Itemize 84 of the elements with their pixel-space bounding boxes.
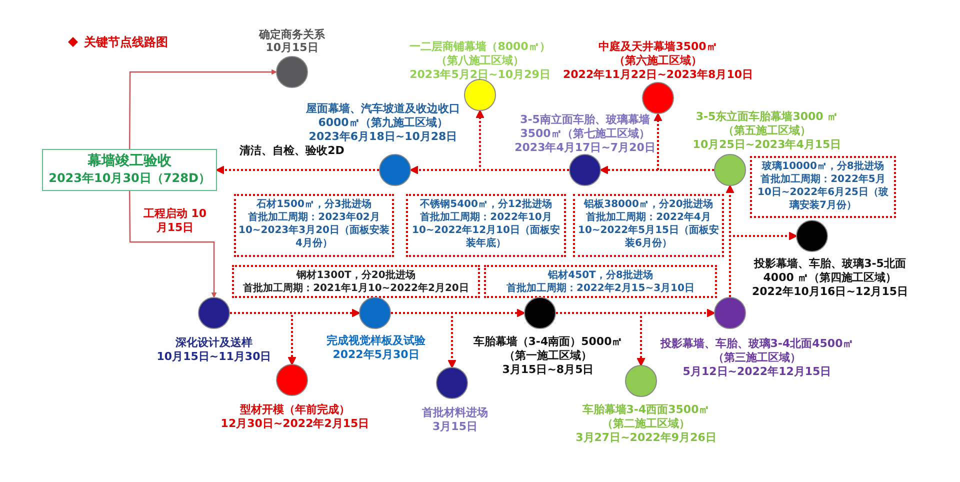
milestone-caption: （第八施工区域） bbox=[436, 54, 524, 68]
milestone-circle bbox=[359, 297, 391, 329]
milestone-caption: 5月12日~2022年12月15日 bbox=[682, 365, 832, 379]
milestone-caption: （第一施工区域） bbox=[504, 349, 592, 363]
milestone-caption: 3月15日 bbox=[432, 420, 478, 434]
box-heading: 钢材1300T，分20批进场 bbox=[295, 269, 416, 282]
milestone-caption: （第三施工区域） bbox=[713, 351, 801, 365]
milestone-caption: 首批材料进场 bbox=[422, 406, 488, 420]
milestone-circle bbox=[569, 154, 601, 186]
milestone-caption: 投影幕墙、车胎、玻璃3-5北面 bbox=[754, 257, 906, 271]
milestone-circle bbox=[276, 56, 308, 88]
note-box bbox=[750, 156, 896, 218]
box-text: 首批加工周期：2022年5月10日~2022年6月25日（玻璃安装7月份） bbox=[756, 173, 890, 212]
box-text: 首批加工周期：2021年1月10~2022年2月20日 bbox=[242, 282, 470, 295]
milestone-circle bbox=[714, 297, 746, 329]
milestone-caption: 2023年4月17日~7月20日 bbox=[514, 141, 656, 155]
arrow bbox=[556, 312, 646, 366]
arrow bbox=[230, 312, 296, 366]
diagram-title: 关键节点线路图 bbox=[84, 34, 168, 51]
milestone-caption: 3500㎡（第七施工区域） bbox=[520, 127, 650, 141]
milestone-circle bbox=[642, 82, 674, 114]
milestone-caption: 车胎幕墙（3-4南面）5000㎡ bbox=[473, 335, 623, 349]
arrow bbox=[729, 232, 798, 297]
milestone-caption: 6000㎡（第九施工区域） bbox=[318, 116, 448, 130]
note-box bbox=[484, 265, 717, 298]
milestone-circle bbox=[436, 367, 468, 399]
milestone-caption: 屋面幕墙、汽车坡道及收边收口 bbox=[306, 102, 460, 116]
milestone-circle bbox=[464, 79, 496, 111]
milestone-caption: 10月25日~2023年4月15日 bbox=[692, 138, 842, 152]
note-box bbox=[573, 194, 724, 257]
milestone-circle bbox=[276, 364, 308, 396]
milestone-circle bbox=[714, 154, 746, 186]
box-text: 首批加工周期：2022年4月10~2022年5月15日（面板安装6月份） bbox=[577, 211, 720, 250]
milestone-caption: 4000 ㎡（第四施工区域） bbox=[763, 271, 897, 285]
note-box bbox=[232, 265, 480, 298]
box-text: 首批加工周期：2022年2月15~3月10日 bbox=[506, 282, 696, 295]
milestone-circle bbox=[796, 220, 828, 252]
milestone-caption: 12月30日~2022年2月15日 bbox=[220, 417, 370, 431]
milestone-circle bbox=[625, 365, 657, 397]
milestone-circle bbox=[524, 297, 556, 329]
milestone-caption: 3-5南立面车胎、玻璃幕墙 bbox=[520, 113, 650, 127]
milestone-caption: 确定商务关系 bbox=[259, 28, 325, 42]
milestone-caption: 10月15日~11月30日 bbox=[156, 350, 272, 364]
box-heading: 铝材450T，分8批进场 bbox=[546, 269, 654, 282]
note-box bbox=[234, 194, 394, 257]
box-heading: 不锈钢5400㎡，分12批进场 bbox=[418, 198, 553, 211]
milestone-caption: 车胎幕墙3-4西面3500㎡ bbox=[582, 403, 710, 417]
milestone-caption: 2022年11月22日~2023年8月10日 bbox=[562, 68, 754, 82]
milestone-caption: （第六施工区域） bbox=[614, 54, 702, 68]
box-heading: 石材1500㎡，分3批进场 bbox=[255, 198, 372, 211]
box-heading: 铝板38000㎡，分20批进场 bbox=[582, 198, 714, 211]
milestone-caption: 10月15日 bbox=[266, 41, 318, 55]
milestone-circle bbox=[379, 154, 411, 186]
milestone-circle bbox=[198, 297, 230, 329]
milestone-caption: （第五施工区域） bbox=[723, 124, 811, 138]
milestone-caption: 2022年5月30日 bbox=[332, 348, 420, 362]
milestone-caption: 投影幕墙、车胎、玻璃3-4北面4500㎡ bbox=[660, 337, 854, 351]
arrow bbox=[216, 166, 379, 174]
milestone-caption: 3月27日~2022年9月26日 bbox=[576, 431, 716, 445]
milestone-caption: 2023年6月18日~10月28日 bbox=[308, 130, 458, 144]
milestone-caption: 2022年10月16日~12月15日 bbox=[752, 285, 908, 299]
arrow bbox=[654, 112, 714, 171]
box-text: 首批加工周期：2023年02月10~2023年3月20日（面板安装4月份） bbox=[238, 211, 390, 250]
completion-box bbox=[42, 149, 217, 191]
box-heading: 玻璃10000㎡，分8批进场 bbox=[760, 160, 885, 173]
milestone-caption: 3-5东立面车胎幕墙3000 ㎡ bbox=[696, 110, 838, 124]
milestone-caption: 深化设计及送样 bbox=[176, 336, 252, 350]
milestone-caption: 清洁、自检、验收2D bbox=[240, 144, 344, 158]
arrow bbox=[476, 110, 569, 171]
box-text: 首批加工周期：2022年10月10~2022年12月10日（面板安装年底） bbox=[411, 211, 561, 250]
milestone-caption: 3月15日~8月5日 bbox=[502, 363, 594, 377]
note-box bbox=[406, 194, 566, 257]
milestone-caption: 中庭及天井幕墙3500㎡ bbox=[598, 40, 718, 54]
arrow bbox=[129, 191, 217, 298]
milestone-caption: 一二层商铺幕墙（8000㎡） bbox=[410, 40, 550, 54]
arrow bbox=[129, 69, 277, 149]
arrow bbox=[391, 312, 456, 368]
milestone-caption: （第二施工区域） bbox=[602, 417, 690, 431]
milestone-caption: 型材开模（年前完成） bbox=[240, 403, 350, 417]
milestone-caption: 2023年5月2日~10月29日 bbox=[410, 68, 550, 82]
milestone-caption: 完成视觉样板及试验 bbox=[326, 334, 426, 348]
box-heading: 幕墙竣工验收 bbox=[86, 153, 172, 170]
box-text: 2023年10月30日（728D） bbox=[48, 170, 212, 187]
edge-label: 工程启动 10月15日 bbox=[142, 207, 208, 235]
